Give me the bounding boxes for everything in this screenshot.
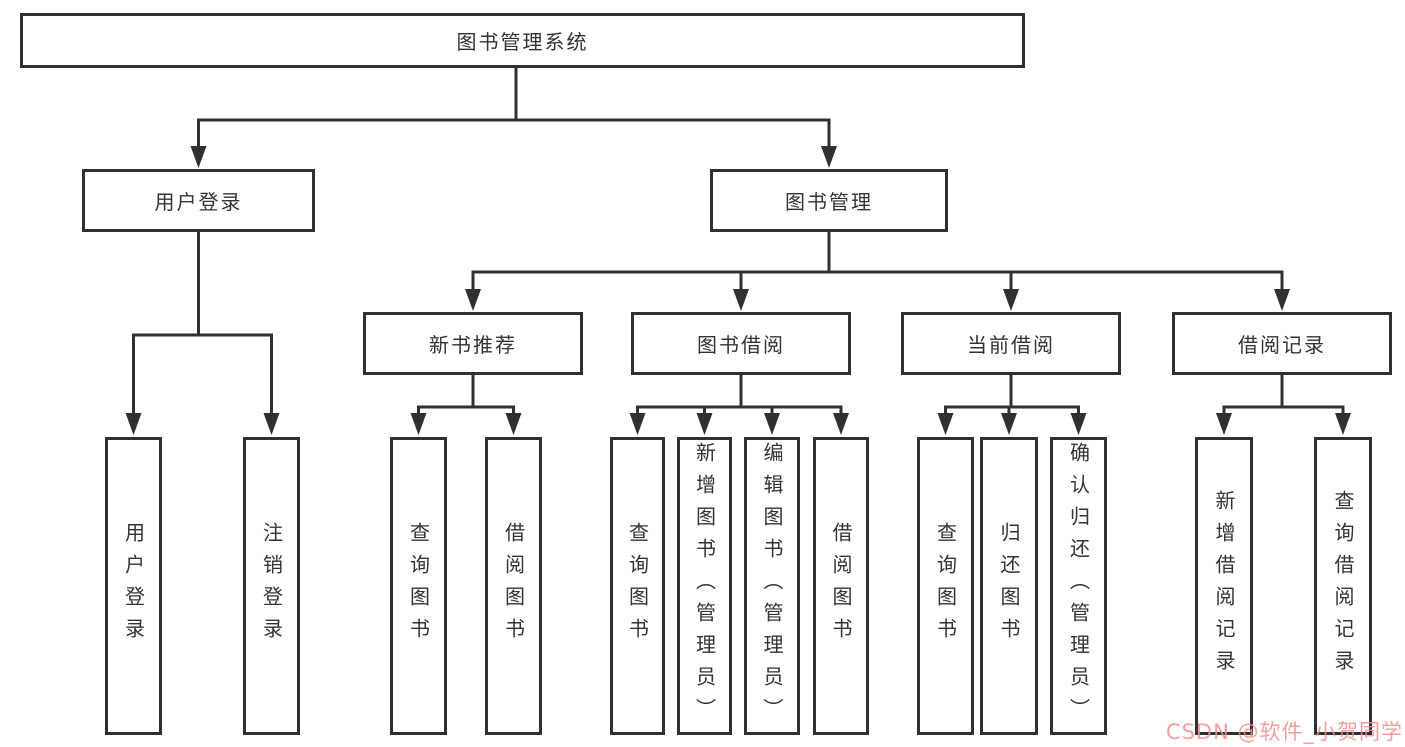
leaf-bb-edit-books: 编辑图书（管理员） — [744, 437, 800, 735]
node-book-borrow: 图书借阅 — [631, 312, 851, 375]
connector-group-book-borrow — [636, 375, 843, 417]
leaf-cb-confirm-return: 确认归还（管理员） — [1050, 437, 1107, 735]
leaf-nb-borrow-books: 借阅图书 — [485, 437, 542, 735]
leaf-label: 查询图书 — [625, 522, 650, 650]
connector-group-new-book — [417, 375, 515, 417]
leaf-label: 用户登录 — [121, 522, 146, 650]
arrowheads-level3 — [465, 289, 1290, 311]
leaf-cb-query-books: 查询图书 — [917, 437, 974, 735]
connector-group-user-login — [132, 232, 273, 417]
connector-group-borrow-records — [1222, 375, 1345, 417]
leaf-user-login: 用户登录 — [105, 437, 162, 735]
leaf-label: 借阅图书 — [501, 522, 526, 650]
connector-group-current-borrow — [944, 375, 1080, 417]
leaf-br-query-record: 查询借阅记录 — [1314, 437, 1372, 735]
leaf-label: 归还图书 — [997, 522, 1021, 650]
leaf-label: 确认归还（管理员） — [1066, 442, 1091, 730]
leaf-bb-query-books: 查询图书 — [610, 437, 665, 735]
connector-group-root — [197, 68, 831, 150]
arrowheads-borrow-records — [1216, 413, 1351, 435]
leaf-cb-return-books: 归还图书 — [980, 437, 1038, 735]
leaf-label: 查询借阅记录 — [1331, 490, 1355, 682]
arrowheads-book-borrow — [629, 413, 849, 435]
arrowheads-new-book — [410, 413, 522, 435]
arrowheads-user-login — [125, 413, 280, 435]
leaf-label: 查询图书 — [406, 522, 431, 650]
node-root: 图书管理系统 — [20, 13, 1025, 68]
leaf-bb-borrow-books: 借阅图书 — [813, 437, 869, 735]
node-new-book-recommend: 新书推荐 — [363, 312, 583, 375]
leaf-label: 新增图书（管理员） — [692, 442, 717, 730]
watermark: CSDN @软件_小贺同学 — [1165, 720, 1403, 744]
connector-group-book-management — [471, 232, 1284, 293]
node-borrow-records: 借阅记录 — [1172, 312, 1392, 375]
arrowheads-current-borrow — [937, 413, 1087, 435]
arrowheads-level2 — [190, 146, 837, 168]
leaf-label: 注销登录 — [259, 522, 284, 650]
node-current-borrow: 当前借阅 — [901, 312, 1121, 375]
leaf-label: 借阅图书 — [829, 522, 853, 650]
leaf-br-add-record: 新增借阅记录 — [1195, 437, 1253, 735]
leaf-label: 编辑图书（管理员） — [760, 442, 784, 730]
leaf-label: 查询图书 — [933, 522, 958, 650]
leaf-label: 新增借阅记录 — [1212, 490, 1236, 682]
node-book-management: 图书管理 — [710, 169, 948, 232]
node-user-login: 用户登录 — [82, 169, 315, 232]
leaf-logout: 注销登录 — [243, 437, 300, 735]
leaf-bb-add-books: 新增图书（管理员） — [677, 437, 732, 735]
leaf-nb-query-books: 查询图书 — [390, 437, 447, 735]
